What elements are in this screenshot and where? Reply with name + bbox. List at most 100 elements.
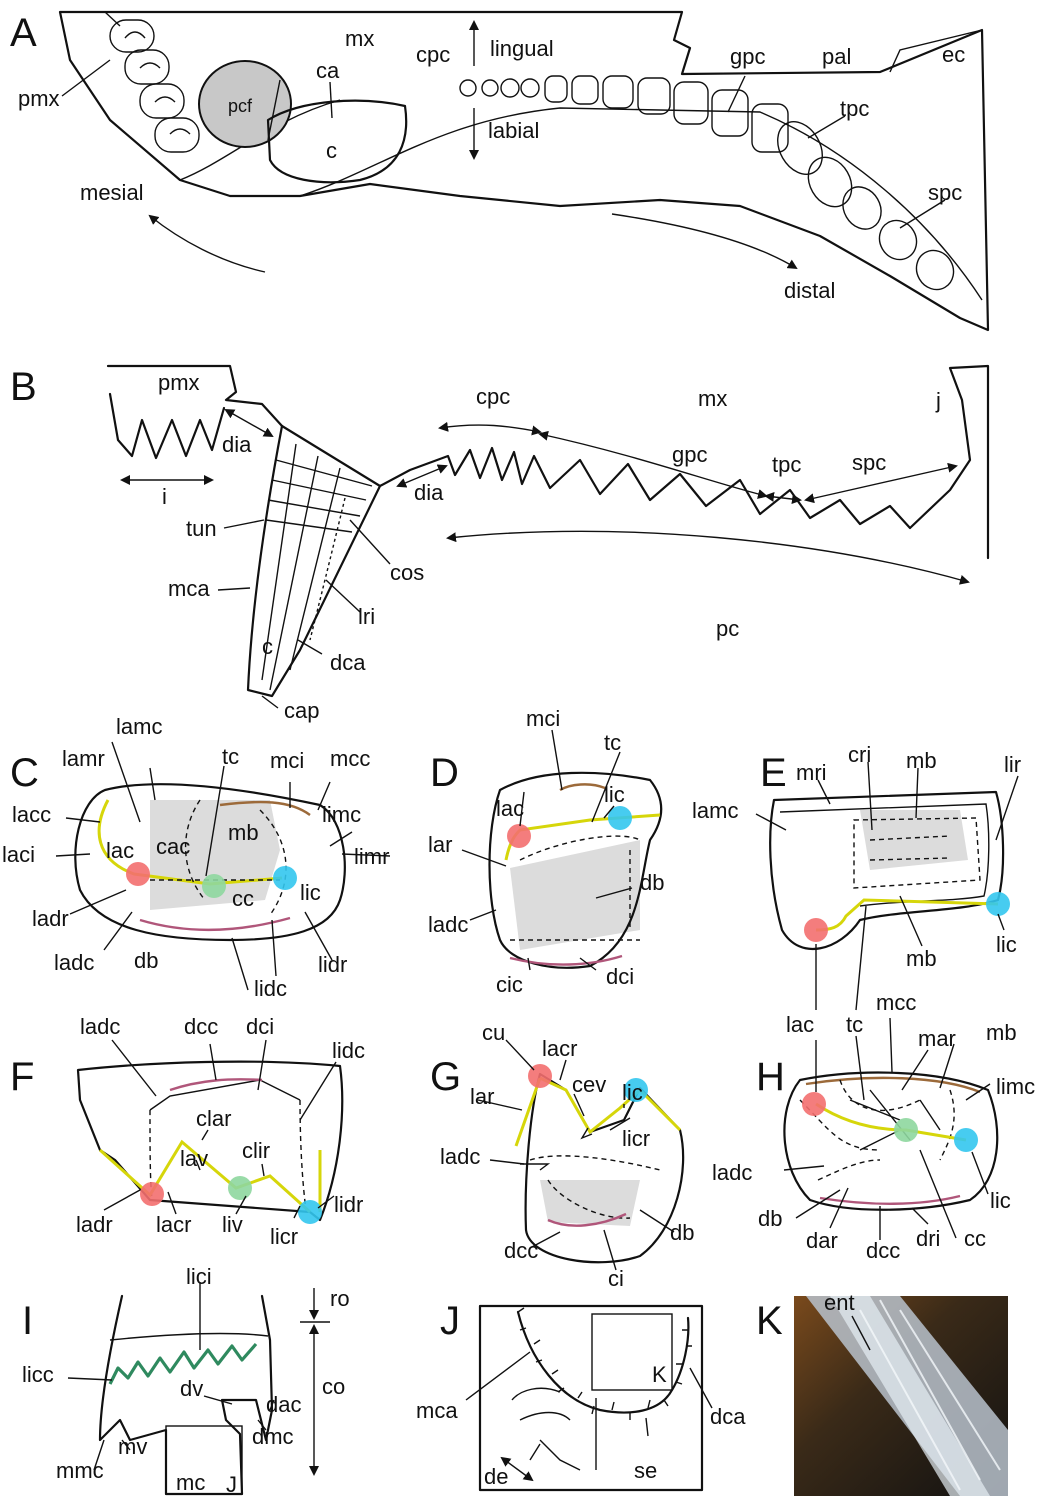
- c-cac: cac: [156, 834, 190, 859]
- c-ladc: ladc: [54, 950, 94, 975]
- b-i: i: [162, 484, 167, 509]
- panel-j-letter: J: [440, 1299, 460, 1343]
- a-ec: ec: [942, 42, 965, 67]
- b-pmx: pmx: [158, 370, 200, 395]
- f-dcc: dcc: [184, 1014, 218, 1039]
- c-laci: laci: [2, 842, 35, 867]
- j-se: se: [634, 1458, 657, 1483]
- a-mesial: mesial: [80, 180, 144, 205]
- b-lri: lri: [358, 604, 375, 629]
- e-cri: cri: [848, 742, 871, 767]
- b-mx: mx: [698, 386, 727, 411]
- c-mcc: mcc: [330, 746, 370, 771]
- panel-c: C lamc lamr lacc laci lac cac tc mci mcc…: [2, 714, 390, 1001]
- panel-d-letter: D: [430, 751, 459, 795]
- panel-f: F ladc dcc dci lidc clar lav clir ladr l…: [10, 1014, 365, 1249]
- h-mb: mb: [986, 1020, 1017, 1045]
- j-de: de: [484, 1464, 508, 1489]
- i-mmc: mmc: [56, 1458, 104, 1483]
- b-mca: mca: [168, 576, 210, 601]
- g-ci: ci: [608, 1266, 624, 1291]
- a-labial: labial: [488, 118, 539, 143]
- e-lamc: lamc: [692, 798, 738, 823]
- panel-i: I lici ro licc co dv dac dmc mv mmc mc J: [22, 1264, 350, 1497]
- panel-f-letter: F: [10, 1055, 34, 1099]
- f-dci: dci: [246, 1014, 274, 1039]
- f-lidc: lidc: [332, 1038, 365, 1063]
- f-ladr: ladr: [76, 1212, 113, 1237]
- a-gpc: gpc: [730, 44, 765, 69]
- panel-d: D mci tc lac lic lar db ladc cic dci: [428, 706, 664, 997]
- i-mc: mc: [176, 1470, 205, 1495]
- g-lar: lar: [470, 1084, 494, 1109]
- g-cev: cev: [572, 1072, 606, 1097]
- f-clar: clar: [196, 1106, 231, 1131]
- i-licc: licc: [22, 1362, 54, 1387]
- a-spc: spc: [928, 180, 962, 205]
- b-cap: cap: [284, 698, 319, 723]
- panel-c-letter: C: [10, 751, 39, 795]
- h-mcc: mcc: [876, 990, 916, 1015]
- e-lac: lac: [786, 1012, 814, 1037]
- g-lic: lic: [622, 1080, 643, 1105]
- e-lir: lir: [1004, 752, 1021, 777]
- f-lidr: lidr: [334, 1192, 363, 1217]
- f-ladc: ladc: [80, 1014, 120, 1039]
- d-lac: lac: [496, 796, 524, 821]
- d-dci: dci: [606, 964, 634, 989]
- panel-j: J K mca dca se de: [416, 1299, 746, 1490]
- i-J: J: [226, 1472, 237, 1497]
- e-mb2: mb: [906, 946, 937, 971]
- i-dmc: dmc: [252, 1424, 294, 1449]
- g-db: db: [670, 1220, 694, 1245]
- c-lamr: lamr: [62, 746, 105, 771]
- b-cpc: cpc: [476, 384, 510, 409]
- a-cpc: cpc: [416, 42, 450, 67]
- e-lic: lic: [996, 932, 1017, 957]
- f-lav: lav: [180, 1146, 208, 1171]
- a-c: c: [326, 138, 337, 163]
- f-lacr: lacr: [156, 1212, 191, 1237]
- a-pal: pal: [822, 44, 851, 69]
- h-mar: mar: [918, 1026, 956, 1051]
- b-cos: cos: [390, 560, 424, 585]
- panel-k-letter: K: [756, 1299, 783, 1343]
- c-lidc: lidc: [254, 976, 287, 1001]
- d-tc: tc: [604, 730, 621, 755]
- e-mb1: mb: [906, 748, 937, 773]
- f-licr: licr: [270, 1224, 298, 1249]
- c-lidr: lidr: [318, 952, 347, 977]
- a-tpc: tpc: [840, 96, 869, 121]
- h-db: db: [758, 1206, 782, 1231]
- c-lic: lic: [300, 880, 321, 905]
- d-lar: lar: [428, 832, 452, 857]
- e-tc: tc: [846, 1012, 863, 1037]
- i-dv: dv: [180, 1376, 203, 1401]
- c-tc: tc: [222, 744, 239, 769]
- panel-k: K ent: [756, 1290, 1008, 1496]
- a-mx: mx: [345, 26, 374, 51]
- c-limc: limc: [322, 802, 361, 827]
- d-cic: cic: [496, 972, 523, 997]
- b-gpc: gpc: [672, 442, 707, 467]
- c-mb: mb: [228, 820, 259, 845]
- i-dac: dac: [266, 1392, 301, 1417]
- panel-a-letter: A: [10, 11, 37, 55]
- c-lamc: lamc: [116, 714, 162, 739]
- b-tun: tun: [186, 516, 217, 541]
- h-dri: dri: [916, 1226, 940, 1251]
- panel-e-letter: E: [760, 751, 787, 795]
- c-ladr: ladr: [32, 906, 69, 931]
- c-cc: cc: [232, 886, 254, 911]
- d-ladc: ladc: [428, 912, 468, 937]
- panel-b-letter: B: [10, 365, 37, 409]
- f-clir: clir: [242, 1138, 270, 1163]
- g-licr: licr: [622, 1126, 650, 1151]
- panel-i-letter: I: [22, 1299, 33, 1343]
- b-j: j: [935, 388, 941, 413]
- panel-g: G cu lacr lar cev lic licr ladc db dcc c…: [430, 1020, 694, 1291]
- j-dca: dca: [710, 1404, 746, 1429]
- k-ent: ent: [824, 1290, 855, 1315]
- h-dcc: dcc: [866, 1238, 900, 1263]
